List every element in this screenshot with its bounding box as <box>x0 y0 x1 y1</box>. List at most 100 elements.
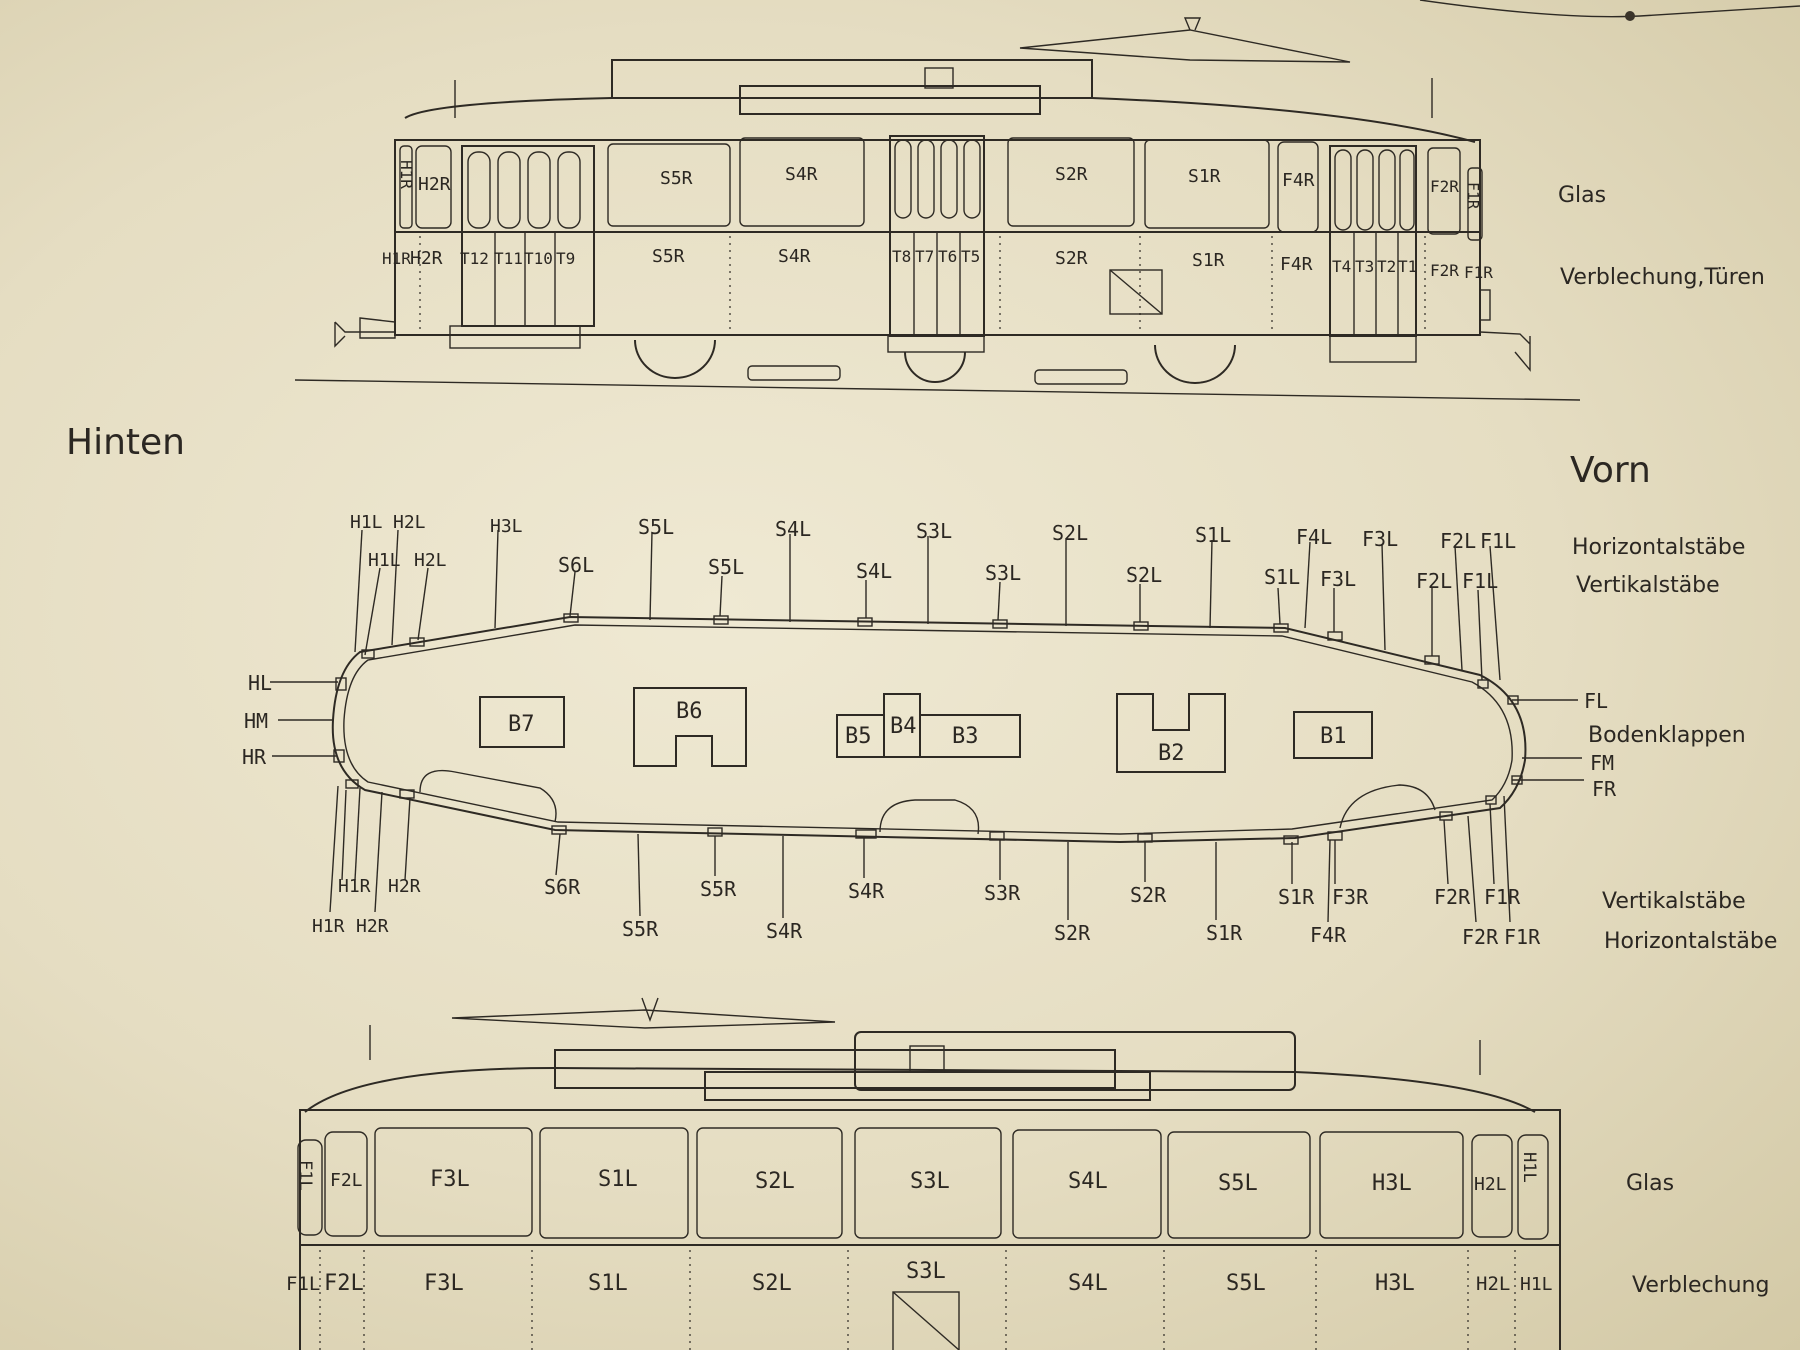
end-label: FL <box>1584 689 1608 713</box>
h-bar-label: H1L <box>350 512 383 533</box>
label: S4R <box>785 164 818 185</box>
tram-right-side-elevation: H1R H2R S5R S4R S2R S1R F4R F2R F1R H1R … <box>294 17 1765 401</box>
label: F3L <box>424 1271 464 1296</box>
label: T1 <box>1398 257 1417 276</box>
label: H2L <box>1476 1273 1510 1295</box>
label: T10 <box>524 249 553 268</box>
h-bar-label: S4R <box>766 919 803 943</box>
label: H2R <box>418 174 451 195</box>
v-bar-label: H2R <box>388 876 421 897</box>
hatch-label: B7 <box>508 712 535 737</box>
end-label: HR <box>242 745 267 769</box>
label: S1L <box>588 1271 628 1296</box>
h-bar-label: F4L <box>1296 525 1332 549</box>
legend-horizontal-top: Horizontalstäbe <box>1572 535 1745 560</box>
label: S5L <box>1218 1171 1258 1196</box>
h-bar-label: H2R <box>356 916 389 937</box>
label: S5L <box>1226 1271 1266 1296</box>
v-bar-label: S6L <box>558 553 594 577</box>
tram-plan-view: B7 B6 B5 B4 B3 B2 B1 <box>242 512 1777 954</box>
v-bar-label: F3R <box>1332 885 1369 909</box>
v-bar-label: S6R <box>544 875 581 899</box>
label: S2R <box>1055 164 1088 185</box>
v-bar-label: S2R <box>1130 883 1167 907</box>
hatch-label: B4 <box>890 714 917 739</box>
h-bar-label: H3L <box>490 516 523 537</box>
hatch-label: B5 <box>845 724 872 749</box>
label: H2L <box>1474 1174 1507 1195</box>
v-bar-label: S1R <box>1278 885 1315 909</box>
label: S5R <box>660 168 693 189</box>
label: F2R <box>1430 177 1459 196</box>
direction-front: Vorn <box>1570 450 1651 491</box>
legend-glass-bottom: Glas <box>1626 1171 1674 1196</box>
legend-panels: Verblechung <box>1632 1273 1769 1298</box>
h-bar-label: H1R <box>312 916 345 937</box>
hatch-label: B3 <box>952 724 979 749</box>
h-bar-label: S2R <box>1054 921 1091 945</box>
label: F3L <box>430 1167 470 1192</box>
label: H1R <box>397 160 416 189</box>
hatch-label: B2 <box>1158 741 1185 766</box>
h-bar-label: F2L <box>1440 529 1476 553</box>
h-bar-label: F1L <box>1480 529 1516 553</box>
label: F1L <box>286 1273 320 1295</box>
label: T7 <box>915 247 934 266</box>
label: H2R <box>410 248 443 269</box>
h-bar-label: S2L <box>1052 521 1088 545</box>
label: S2R <box>1055 248 1088 269</box>
direction-rear: Hinten <box>66 422 185 463</box>
h-bar-label: S1R <box>1206 921 1243 945</box>
end-label: HM <box>244 709 268 733</box>
label: H3L <box>1372 1171 1412 1196</box>
h-bar-label: S5R <box>622 917 659 941</box>
label: F1R <box>1464 263 1493 282</box>
label: F2R <box>1430 261 1459 280</box>
label: S4L <box>1068 1169 1108 1194</box>
legend-panels-doors: Verblechung,Türen <box>1560 265 1765 290</box>
h-bar-label: H2L <box>393 512 426 533</box>
v-bar-label: F2R <box>1434 885 1471 909</box>
h-bar-label: F4R <box>1310 923 1347 947</box>
legend-glass-top: Glas <box>1558 183 1606 208</box>
end-label: FM <box>1590 751 1614 775</box>
label: T12 <box>460 249 489 268</box>
hatch-label: B6 <box>676 699 703 724</box>
v-bar-label: S3L <box>985 561 1021 585</box>
label: H3L <box>1375 1271 1415 1296</box>
v-bar-label: H1L <box>368 550 401 571</box>
label: H1R <box>382 249 411 268</box>
v-bar-label: F1L <box>1462 569 1498 593</box>
label: F2L <box>330 1170 363 1191</box>
hatch-label: B1 <box>1320 724 1347 749</box>
label: S4L <box>1068 1271 1108 1296</box>
label: T3 <box>1355 257 1374 276</box>
label: T4 <box>1332 257 1351 276</box>
label: T6 <box>938 247 957 266</box>
legend-vertical-bottom: Vertikalstäbe <box>1602 889 1746 914</box>
label: S5R <box>652 246 685 267</box>
v-bar-label: S1L <box>1264 565 1300 589</box>
h-bar-label: S4L <box>775 517 811 541</box>
label: S4R <box>778 246 811 267</box>
v-bar-label: S4L <box>856 559 892 583</box>
label: S1R <box>1188 166 1221 187</box>
label: F1L <box>295 1160 315 1191</box>
label: T2 <box>1377 257 1396 276</box>
v-bar-label: S4R <box>848 879 885 903</box>
v-bar-label: S5R <box>700 877 737 901</box>
v-bar-label: S2L <box>1126 563 1162 587</box>
end-label: HL <box>248 671 272 695</box>
label: T5 <box>961 247 980 266</box>
v-bar-label: H2L <box>414 550 447 571</box>
label: H1L <box>1519 1152 1539 1183</box>
legend-vertical-top: Vertikalstäbe <box>1576 573 1720 598</box>
v-bar-label: F2L <box>1416 569 1452 593</box>
v-bar-label: S5L <box>708 555 744 579</box>
label: F2L <box>324 1271 364 1296</box>
h-bar-label: S3L <box>916 519 952 543</box>
label: S2L <box>755 1169 795 1194</box>
h-bar-label: S5L <box>638 515 674 539</box>
